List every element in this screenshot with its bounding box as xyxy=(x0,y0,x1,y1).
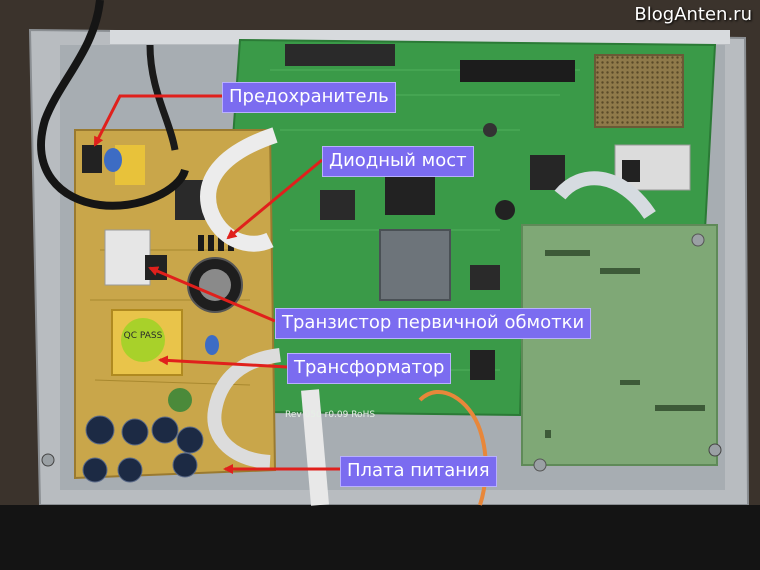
board-rev-text: Rev 050 r0.09 RoHS xyxy=(285,410,375,420)
fuse-holder xyxy=(82,145,102,173)
scart-connector xyxy=(285,44,395,66)
arrow-fuse xyxy=(93,94,222,147)
common-mode-choke xyxy=(175,180,205,220)
ribbon-cable-right xyxy=(554,171,656,220)
pin-header xyxy=(460,60,575,82)
transistor-heatsink xyxy=(104,229,151,286)
ribbon-cable-bottom xyxy=(301,389,329,506)
arrow-diode-bridge xyxy=(226,158,323,240)
chip-right xyxy=(530,155,565,190)
ribbon-cable-mid xyxy=(207,348,282,469)
label-transformer: Трансформатор xyxy=(287,353,452,384)
capacitor-main-2 xyxy=(483,123,497,137)
chip-small-a xyxy=(320,190,355,220)
arrow-transistor xyxy=(148,266,276,323)
label-fuse: Предохранитель xyxy=(222,82,396,113)
tuner-box xyxy=(594,54,684,128)
chip-large xyxy=(385,175,435,215)
qc-sticker xyxy=(121,318,165,362)
cpu-chip xyxy=(379,229,451,301)
green-capacitor xyxy=(168,388,192,412)
label-power-board: Плата питания xyxy=(340,456,497,487)
chip-small-b xyxy=(470,265,500,290)
output-capacitors xyxy=(82,415,204,483)
case-front-panel xyxy=(0,505,760,570)
arrow-transformer xyxy=(158,355,288,369)
ci-board-dots xyxy=(545,250,705,438)
regulator xyxy=(622,160,640,182)
ci-screw-top xyxy=(691,233,705,247)
x-capacitor xyxy=(104,148,122,172)
capacitor-main xyxy=(495,200,515,220)
chip-bottom xyxy=(470,350,495,380)
power-cable-2 xyxy=(146,44,179,151)
annotation-arrows xyxy=(93,94,340,474)
qc-pass-text: QC PASS xyxy=(124,331,163,341)
ci-module-board xyxy=(521,224,718,466)
watermark: BlogAnten.ru xyxy=(634,4,752,25)
case-screws xyxy=(41,443,722,467)
ci-screw-bottom xyxy=(533,458,547,472)
primary-transistor xyxy=(145,255,167,280)
label-transistor: Транзистор первичной обмотки xyxy=(275,308,592,339)
label-diode-bridge: Диодный мост xyxy=(322,146,474,177)
ribbon-cable-top xyxy=(200,127,278,252)
power-cable xyxy=(37,0,189,210)
output-capacitor-blue xyxy=(205,335,219,355)
